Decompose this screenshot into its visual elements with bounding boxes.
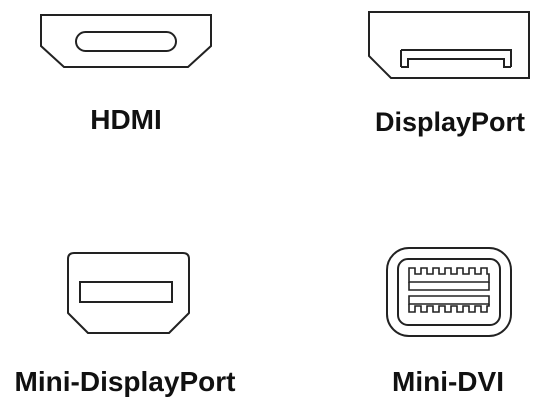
mini-displayport-port-icon (66, 251, 191, 335)
hdmi-port-icon (38, 12, 214, 70)
mini-dvi-port-icon (385, 246, 513, 338)
hdmi-label: HDMI (90, 104, 162, 135)
mini-displayport-label: Mini-DisplayPort (14, 366, 236, 397)
displayport-label: DisplayPort (374, 107, 526, 137)
mini-dvi-label: Mini-DVI (392, 366, 504, 397)
displayport-port-icon (367, 10, 531, 80)
